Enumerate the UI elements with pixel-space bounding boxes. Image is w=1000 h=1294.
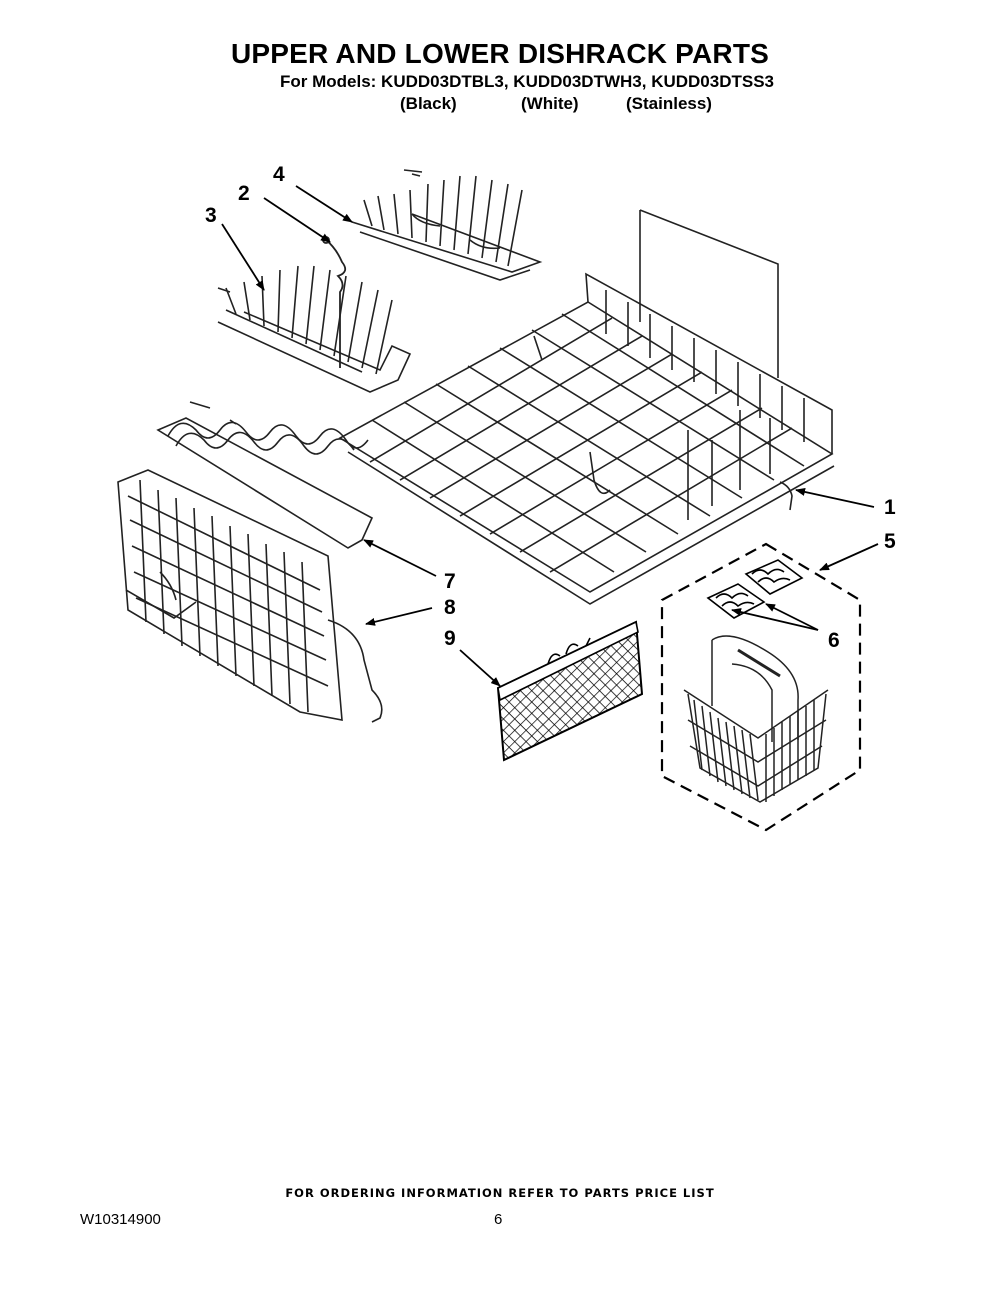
callout-4: 4 [273, 163, 285, 186]
part-4-tine-row [351, 169, 543, 281]
callout-9: 9 [444, 627, 456, 650]
part-5-dashed-enclosure [660, 542, 862, 832]
callout-6: 6 [828, 629, 840, 652]
callout-5: 5 [884, 530, 896, 553]
document-id: W10314900 [80, 1211, 161, 1228]
page-number: 6 [494, 1211, 503, 1228]
leader-lines [221, 185, 879, 687]
part-1-lower-rack [338, 209, 835, 605]
variant-stainless: (Stainless) [626, 94, 712, 113]
part-7-wire-strip [156, 401, 374, 549]
variant-white: (White) [521, 94, 579, 113]
callout-1: 1 [884, 496, 896, 519]
part-6-basket-lids [706, 559, 804, 619]
part-9-mesh-panel [496, 620, 644, 762]
part-8-side-rack [117, 469, 383, 723]
page-title: UPPER AND LOWER DISHRACK PARTS [230, 38, 769, 69]
variant-black: (Black) [400, 94, 457, 113]
part-5-silverware-basket [683, 635, 829, 803]
callout-8: 8 [444, 596, 456, 619]
callout-7: 7 [444, 570, 456, 593]
callout-2: 2 [238, 182, 250, 205]
ordering-note: FOR ORDERING INFORMATION REFER TO PARTS … [285, 1186, 715, 1200]
models-line: For Models: KUDD03DTBL3, KUDD03DTWH3, KU… [280, 72, 775, 91]
part-3-tine-row [217, 265, 412, 393]
callout-3: 3 [205, 204, 217, 227]
